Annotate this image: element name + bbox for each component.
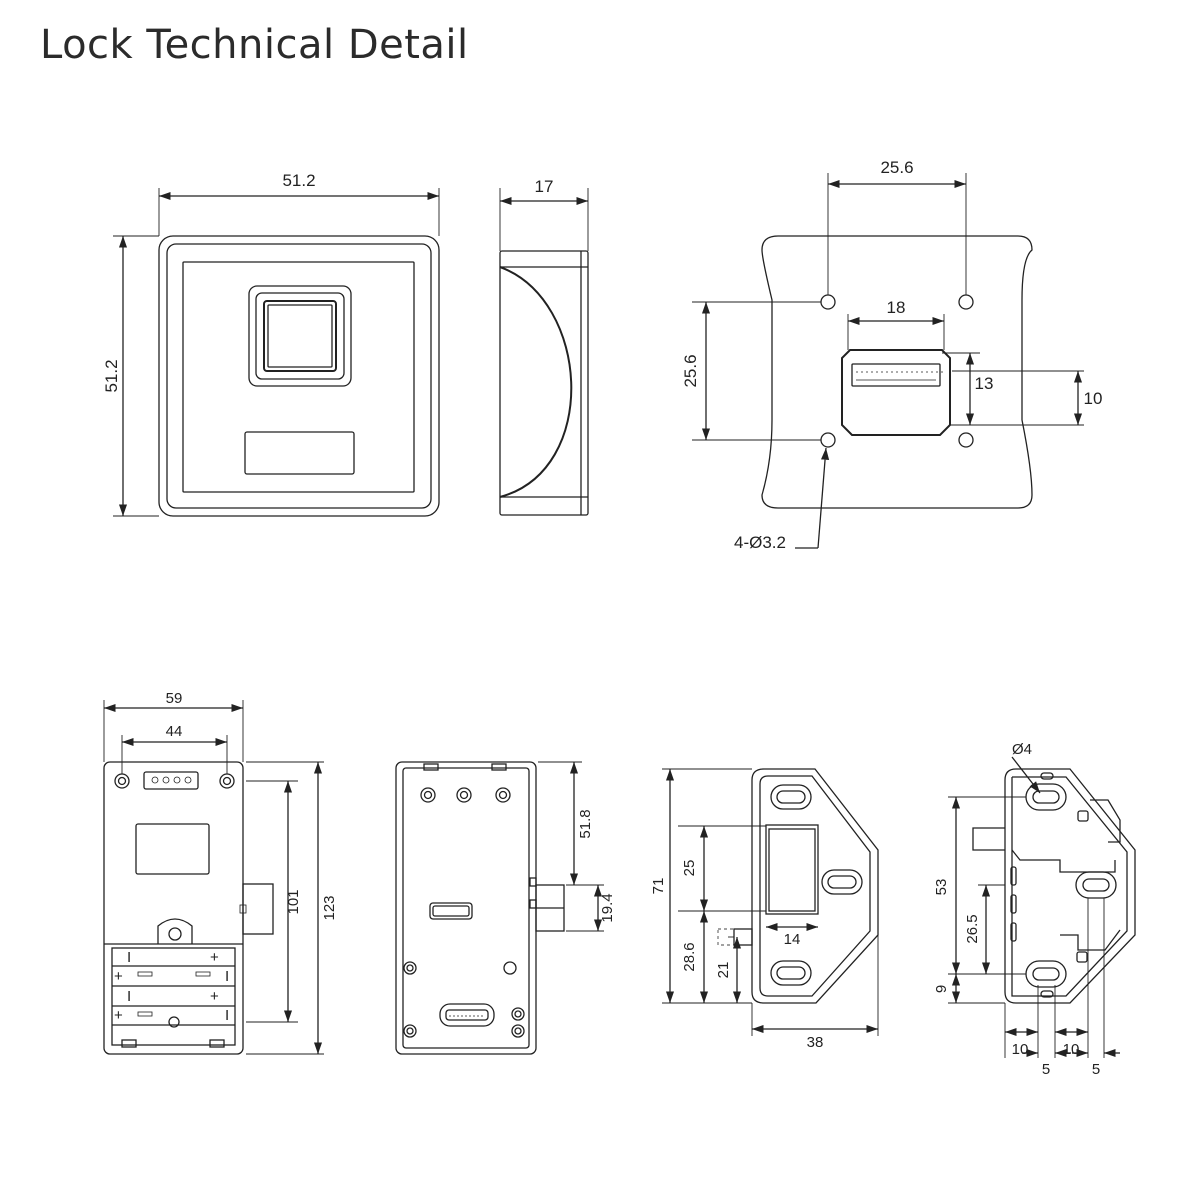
dim-strike-slot-height: 25 (681, 860, 698, 877)
dim-unit-width: 59 (166, 690, 183, 707)
mounting-bracket: Ø4 53 26.5 9 10 10 5 5 (933, 741, 1136, 1078)
svg-text:+: + (210, 949, 219, 966)
dim-unit-inner-height: 101 (285, 889, 302, 914)
front-view: 51.2 51.2 (102, 171, 440, 517)
page-title: Lock Technical Detail (40, 22, 469, 68)
svg-text:I: I (225, 968, 229, 985)
dim-rear-bolt-width: 19.4 (599, 893, 616, 922)
dim-bracket-slot: 26.5 (964, 914, 981, 943)
dim-bracket-bottom: 9 (933, 985, 950, 993)
dim-front-height: 51.2 (102, 359, 121, 392)
dim-back-connector-width: 18 (887, 298, 906, 317)
svg-text:I: I (127, 988, 131, 1005)
dim-strike-lower: 28.6 (681, 942, 698, 971)
dim-strike-height: 71 (650, 878, 667, 895)
dim-rear-top-offset: 51.8 (577, 809, 594, 838)
svg-text:+: + (210, 988, 219, 1005)
dim-bracket-w3: 5 (1042, 1061, 1050, 1078)
side-view: 17 (499, 177, 589, 516)
dim-bracket-w2: 10 (1063, 1041, 1080, 1058)
strike-plate: 71 25 28.6 21 14 38 (650, 768, 879, 1051)
dim-front-width: 51.2 (282, 171, 315, 190)
dim-bracket-hole-dia: Ø4 (1012, 741, 1032, 758)
lock-body-rear: 51.8 19.4 (395, 761, 616, 1055)
dim-back-connector-height: 13 (975, 374, 994, 393)
back-view: 25.6 18 25.6 13 10 4-Ø3.2 (681, 158, 1102, 552)
lock-body-front: I + + I I + + I 59 44 101 123 (103, 690, 338, 1055)
dim-bracket-height: 53 (933, 879, 950, 896)
dim-strike-slot-width: 14 (784, 931, 801, 948)
hole-callout: 4-Ø3.2 (734, 533, 786, 552)
dim-unit-total-height: 123 (321, 895, 338, 920)
svg-text:+: + (114, 968, 123, 985)
dim-back-hole-spacing-h: 25.6 (880, 158, 913, 177)
dim-unit-hole-spacing: 44 (166, 723, 183, 740)
dim-bracket-w1: 10 (1012, 1041, 1029, 1058)
dim-bracket-w4: 5 (1092, 1061, 1100, 1078)
svg-text:I: I (225, 1007, 229, 1024)
svg-text:I: I (127, 949, 131, 966)
dim-strike-depth: 38 (807, 1034, 824, 1051)
dim-back-connector-inner: 10 (1084, 389, 1103, 408)
svg-text:+: + (114, 1007, 123, 1024)
dim-strike-bolt-offset: 21 (715, 962, 732, 979)
dim-side-depth: 17 (535, 177, 554, 196)
dim-back-hole-spacing-v: 25.6 (681, 354, 700, 387)
